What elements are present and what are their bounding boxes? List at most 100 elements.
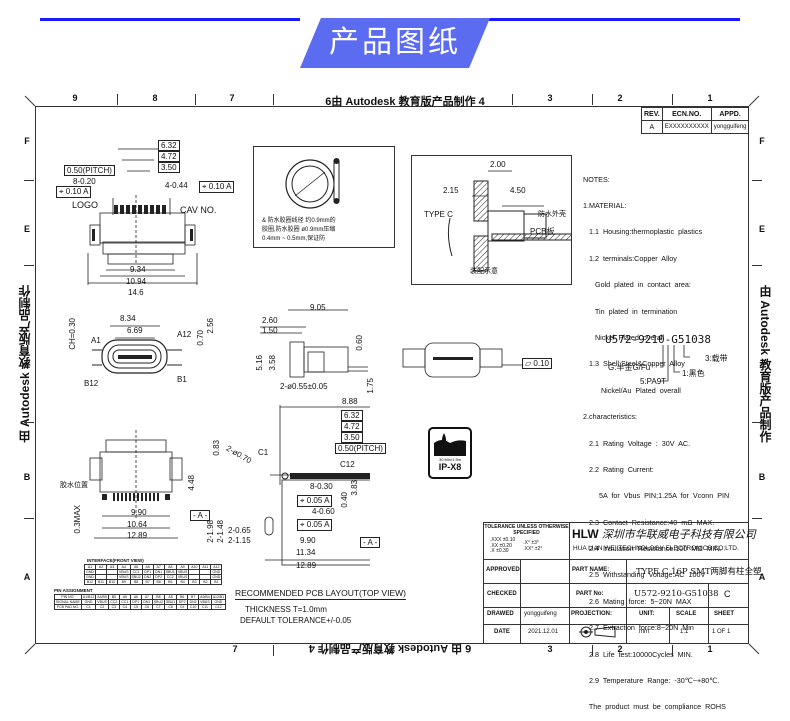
top-view-drawing — [87, 148, 198, 285]
zone-divider — [24, 265, 34, 266]
dim-6-69: 6.69 — [127, 326, 143, 335]
tolerance-value: 0.05 — [306, 520, 323, 529]
pcb-label-c12: C12 — [340, 460, 355, 469]
zone-divider — [752, 265, 762, 266]
gasket-label: 胶水位置 — [60, 482, 88, 489]
watermark-right: 由 Autodesk 教育版产品制作 — [758, 285, 772, 443]
dim-3-50: 3.50 — [158, 162, 180, 173]
assign-cell: SBU2 — [151, 599, 165, 605]
part-code: U572-9210-G51038 — [605, 333, 711, 346]
tolerance-value: 0.10 — [65, 187, 82, 196]
dim-2-15: 2.15 — [443, 186, 459, 195]
note-line: 1.2 terminals:Copper Alloy — [583, 253, 677, 263]
note-line: Nickel Plated overall — [583, 332, 665, 342]
assign-cell: A12/B1 — [210, 594, 227, 600]
pcb-dim-4-0-60: 4-0.60 — [312, 507, 335, 516]
oring-note-3: 0.4mm ~ 0.5mm,保证防 — [262, 236, 326, 242]
front-view-drawing — [92, 325, 182, 374]
ip-rating: IP-X8 — [438, 462, 462, 472]
pcb-tolerance-2: ⌖ 0.05 A — [297, 519, 333, 531]
datum-label: A — [367, 538, 373, 547]
tolerance-cell: TOLERANCE UNLESS OTHERWISE SPECIFIED .XX… — [484, 523, 570, 560]
company-name-cn: 深圳市华联威电子科技有限公司 — [601, 528, 756, 541]
dim-1-50: 1.50 — [262, 326, 278, 335]
company-cell: HLW 深圳市华联威电子科技有限公司 HUA LIAN WEI TECHNOLO… — [569, 523, 756, 560]
interface-cell: B1 — [210, 579, 223, 585]
type-c-label: TYPE C — [424, 210, 453, 219]
tolerance-frame-left: ⌖ 0.10 A — [56, 186, 92, 198]
interface-cell: B7 — [141, 579, 154, 585]
header-line-left — [40, 18, 300, 21]
zone-divider — [672, 94, 673, 105]
zone-divider — [592, 645, 593, 656]
shell-label: 防水外壳 — [538, 211, 566, 218]
position-icon: ⌖ — [202, 182, 207, 191]
zone-right-A: A — [758, 572, 766, 582]
position-icon: ⌖ — [300, 496, 305, 505]
tolerance-value: 0.05 — [306, 496, 323, 505]
dim-chamfer: CH=0.30 — [68, 318, 77, 350]
pcb-dim-12-89: 12.89 — [296, 561, 317, 570]
zone-divider — [24, 422, 34, 423]
datum-label: A — [197, 511, 203, 520]
assembly-caption: 装配示意 — [470, 268, 498, 275]
zone-top-1: 1 — [707, 93, 713, 103]
note-line: 2.5 Withstanding Voltage:AC 100V — [583, 570, 706, 580]
interface-cell: B8 — [129, 579, 143, 585]
interface-cell: VBUS — [117, 574, 131, 580]
note-line: 1.3 Shell:Steel&Copper Alloy — [583, 359, 685, 369]
dim-2-00: 2.00 — [490, 160, 506, 169]
projection-icon — [579, 626, 616, 638]
dim-10-94: 10.94 — [126, 277, 147, 286]
pcb-dim-11-34: 11.34 — [296, 548, 316, 557]
interface-cell: B3 — [188, 579, 201, 585]
assign-cell: VBUS — [95, 599, 109, 605]
dim-0-3max: 0.3MAX — [73, 505, 82, 534]
zone-left-A: A — [23, 572, 31, 582]
rear-view-drawing — [402, 342, 525, 378]
tolerance-row: .XX ±0.20 — [490, 542, 512, 549]
zone-right-B: B — [758, 472, 766, 482]
header-line-right — [480, 18, 740, 21]
date-label: DATE — [494, 629, 510, 635]
ip-badge: 30 Min/1.5m IP-X8 — [428, 427, 472, 479]
legend-tape: 3:载带 — [705, 354, 728, 363]
cav-label: CAV NO. — [180, 205, 217, 215]
assign-cell: A9/B4 — [198, 594, 212, 600]
tolerance-row: .X° ±3° — [523, 540, 539, 546]
dim-4-48: 4.48 — [187, 475, 196, 491]
unit-label: UNIT: — [639, 611, 655, 617]
dim-5-16: 5.16 — [255, 355, 264, 371]
zone-divider — [592, 94, 593, 105]
dim-pitch: 0.50(PITCH) — [64, 165, 115, 176]
assembly-detail-box — [411, 155, 573, 285]
revision-table: REV. ECN.NO. APPD. A EXXXXXXXXXX yonggui… — [641, 107, 750, 134]
pcb-dim-9-90: 9.90 — [300, 536, 316, 545]
pcb-datum-a: - A - — [360, 537, 381, 548]
company-name-en: HUA LIAN WEI TECHNOLOGY ELECTRONICS CO;L… — [573, 545, 739, 552]
dim-4-50: 4.50 — [510, 186, 526, 195]
dim-2-60: 2.60 — [262, 316, 278, 325]
note-line: Gold plated in contact area: — [583, 280, 691, 290]
note-line: 1.MATERIAL: — [583, 200, 627, 210]
cell-divider — [708, 583, 709, 643]
cell-divider — [669, 607, 670, 643]
zone-top-3: 3 — [547, 93, 553, 103]
appd-header: APPD. — [710, 107, 750, 121]
zone-divider — [672, 645, 673, 656]
zone-bot-1: 1 — [707, 644, 713, 654]
interface-cell: GND — [84, 574, 96, 580]
pcb-dim-6-32: 6.32 — [341, 410, 363, 421]
note-line: 2.4 Insulation Resistance:100 MΩ MIN. — [583, 544, 722, 554]
interface-cell: B12 — [84, 579, 96, 585]
dim-0-70: 0.70 — [196, 330, 205, 346]
projection-label: PROJECTION: — [571, 611, 613, 617]
zone-divider — [752, 518, 762, 519]
dim-2-56: 2.56 — [206, 318, 215, 334]
scale-value: 1:1 — [680, 629, 689, 635]
checked-label: CHECKED — [487, 591, 517, 597]
